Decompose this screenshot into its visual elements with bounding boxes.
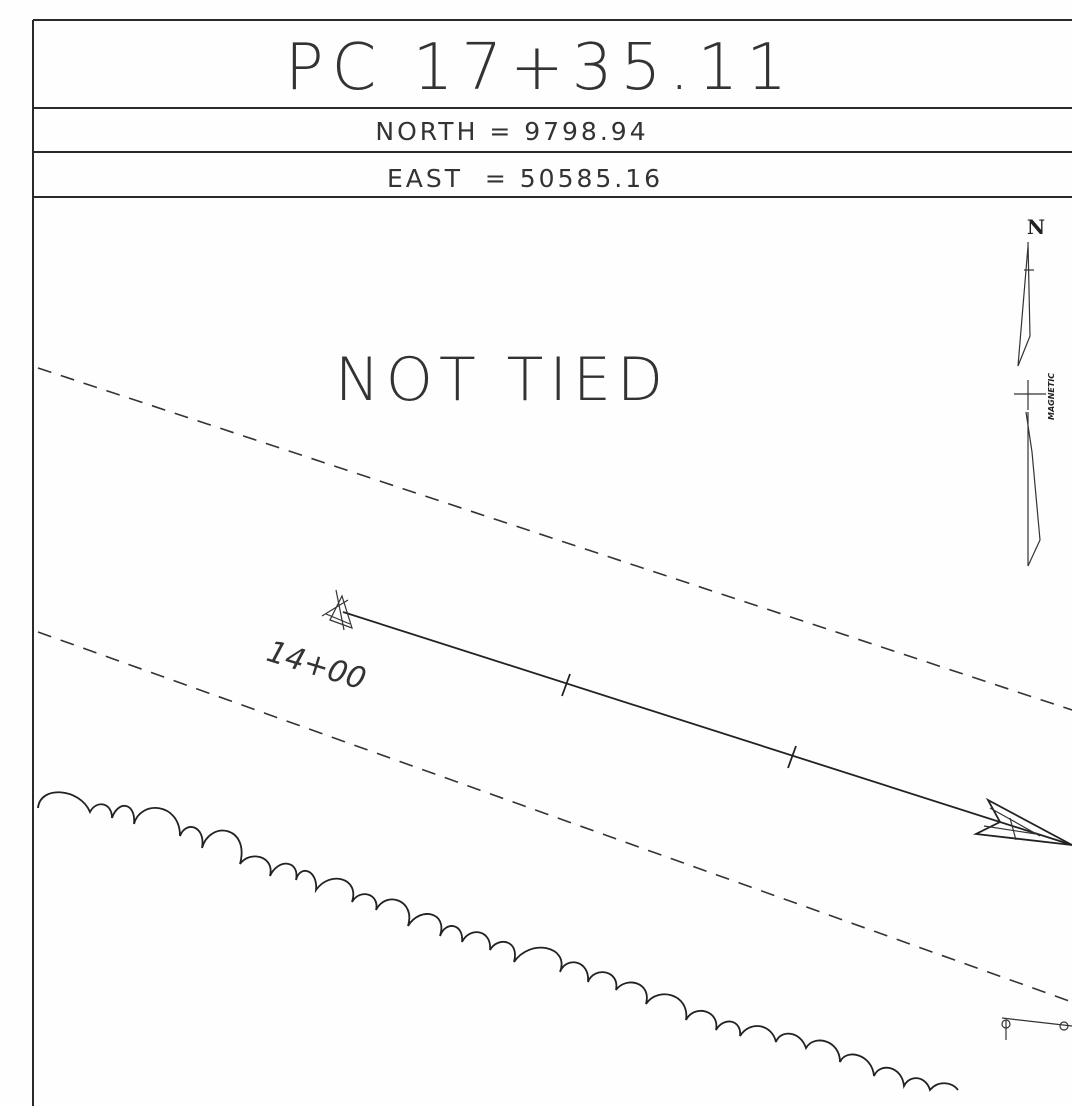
title-block: PC 17+35.11 NORTH = 9798.94 EAST = 50585… bbox=[32, 19, 1072, 1106]
east-coordinate: EAST = 50585.16 bbox=[387, 164, 663, 193]
station-label: 14+00 bbox=[263, 634, 370, 697]
magnetic-label: MAGNETIC bbox=[1047, 373, 1056, 420]
centerline-tick bbox=[787, 745, 797, 769]
tree-line bbox=[37, 791, 959, 1092]
north-coordinate: NORTH = 9798.94 bbox=[375, 117, 648, 146]
survey-marker-icon bbox=[1001, 1017, 1072, 1040]
north-needle-icon bbox=[1017, 241, 1031, 367]
north-arrow: N MAGNETIC bbox=[1014, 215, 1056, 567]
row-line-lower bbox=[37, 631, 1072, 1003]
not-tied-note: NOT TIED bbox=[335, 345, 669, 415]
centerline-tick bbox=[561, 673, 571, 697]
station-marker-icon bbox=[321, 589, 353, 631]
centerline bbox=[342, 611, 1072, 846]
south-needle-icon bbox=[1025, 411, 1041, 567]
direction-arrow-icon bbox=[972, 797, 1072, 846]
page-title: PC 17+35.11 bbox=[285, 31, 795, 105]
north-label: N bbox=[1027, 215, 1045, 239]
centerline-segment bbox=[342, 611, 1072, 846]
row-line-upper bbox=[37, 367, 1072, 711]
